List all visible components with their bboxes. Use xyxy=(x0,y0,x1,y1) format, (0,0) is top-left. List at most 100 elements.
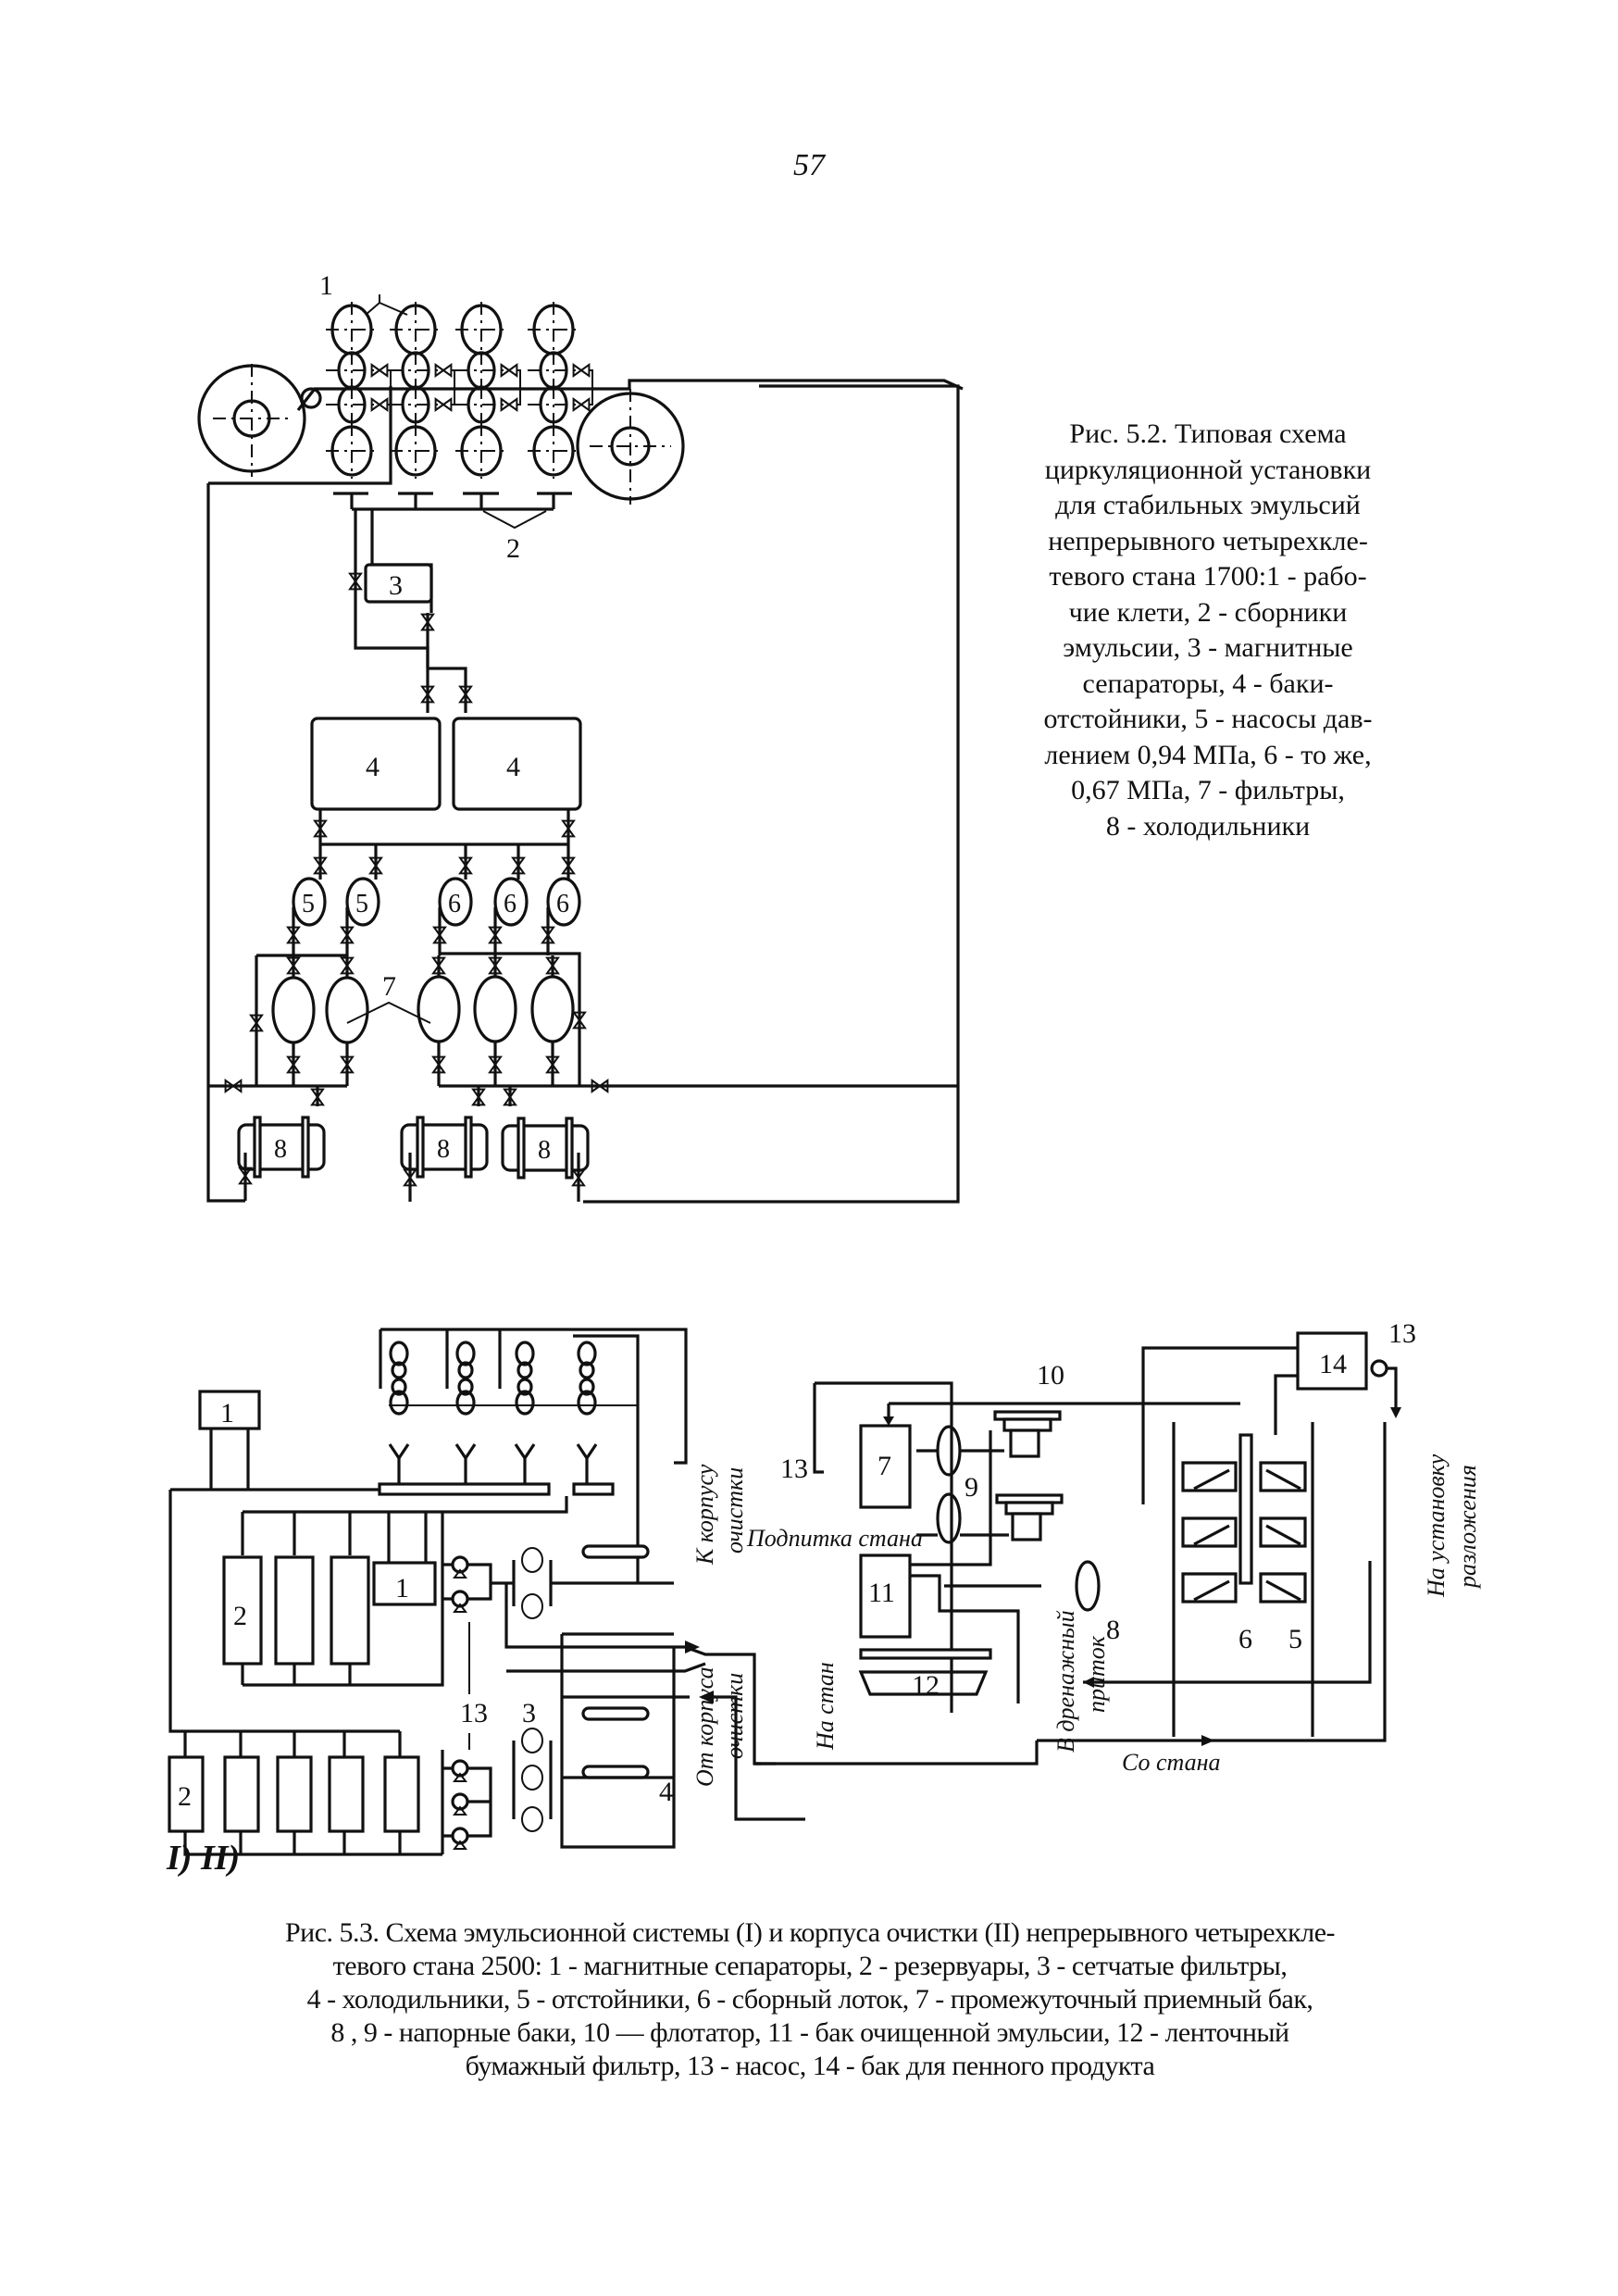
roll-axis xyxy=(528,423,579,479)
pipe xyxy=(451,369,455,406)
label-4: 4 xyxy=(659,1777,673,1807)
label-4b: 4 xyxy=(506,752,520,782)
label-7: 7 xyxy=(877,1451,891,1481)
label-to-mill: На стан xyxy=(812,1662,839,1751)
roll-axis xyxy=(326,352,378,389)
valve-icon xyxy=(368,856,383,875)
valve-icon xyxy=(561,819,576,838)
settler-icon xyxy=(1181,1516,1238,1548)
valve-icon xyxy=(458,856,473,875)
valve-icon xyxy=(561,856,576,875)
cooler-flange xyxy=(565,1117,574,1179)
roll-icon xyxy=(577,1390,597,1416)
valve-icon xyxy=(224,1079,243,1093)
pump-icon xyxy=(493,877,529,927)
valve-icon xyxy=(340,926,355,944)
valve-icon xyxy=(420,613,435,631)
label-to-cleaning-1: К корпусу xyxy=(691,1464,718,1566)
roll-axis xyxy=(528,302,579,357)
cooler-flange xyxy=(416,1116,425,1179)
valve-icon xyxy=(572,397,591,412)
mesh-filter-icon xyxy=(521,1547,543,1573)
cooler-label: 8 xyxy=(274,1135,287,1164)
settler-icon xyxy=(1181,1461,1238,1492)
caption-line: 4 - холодильники, 5 - отстойники, 6 - сб… xyxy=(306,1984,1313,2015)
label-6: 6 xyxy=(1238,1624,1252,1654)
foam-tank-14 xyxy=(1296,1331,1368,1391)
settling-tank-2 xyxy=(452,717,582,811)
pipe xyxy=(387,369,392,406)
valve-icon xyxy=(310,1088,325,1106)
label-12: 12 xyxy=(912,1670,940,1701)
roll-icon xyxy=(579,1378,595,1396)
roll-axis xyxy=(390,386,442,423)
valve-icon xyxy=(313,819,328,838)
filter-icon xyxy=(530,975,575,1043)
valve-icon xyxy=(545,956,560,975)
caption-line: 0,67 МПа, 7 - фильтры, xyxy=(1071,775,1345,805)
pump-icon xyxy=(546,877,581,927)
label-13c: 13 xyxy=(1388,1318,1416,1349)
valve-icon xyxy=(313,856,328,875)
valve-icon xyxy=(500,363,518,378)
valve-icon xyxy=(340,956,355,975)
clean-emulsion-tank-11 xyxy=(859,1554,912,1639)
valve-icon xyxy=(434,397,453,412)
separator-3 xyxy=(364,563,433,604)
settler-icon xyxy=(1181,1572,1238,1603)
mesh-filter-icon xyxy=(521,1728,543,1753)
settler-icon xyxy=(1259,1516,1307,1548)
pump-label: 6 xyxy=(556,890,569,918)
roll-icon xyxy=(579,1361,595,1379)
label-5: 5 xyxy=(1288,1624,1302,1654)
reservoir-2a xyxy=(222,1555,263,1666)
label-mill-makeup: Подпитка стана xyxy=(746,1525,923,1552)
settler-icon xyxy=(1259,1461,1307,1492)
figure-part-label: I) II) xyxy=(167,1839,241,1878)
label-3: 3 xyxy=(389,570,403,601)
valve-icon xyxy=(503,1088,517,1106)
roll-axis xyxy=(390,423,442,479)
valve-icon xyxy=(348,572,363,591)
roll-icon xyxy=(577,1341,597,1366)
roll-axis xyxy=(528,386,579,423)
valve-icon xyxy=(431,1055,446,1074)
label-9: 9 xyxy=(965,1472,978,1503)
valve-icon xyxy=(591,1079,609,1093)
caption-line: непрерывного четырехкле- xyxy=(1048,525,1368,556)
receiving-tank-7 xyxy=(859,1424,912,1509)
caption-line: 8 - холодильники xyxy=(1105,810,1311,842)
collectors xyxy=(333,492,572,530)
figure-5-3-diagram: 1 2 1 2 13 3 4 xyxy=(168,1318,1481,1856)
caption-line: Рис. 5.3. Схема эмульсионной системы (I)… xyxy=(284,1917,1336,1948)
filter-icon xyxy=(417,975,461,1043)
pipe xyxy=(589,369,593,406)
pipe xyxy=(491,1560,674,1819)
valve-icon xyxy=(238,1167,253,1185)
page-number: 57 xyxy=(793,148,825,182)
label-2a: 2 xyxy=(233,1601,247,1631)
caption-line: чие клети, 2 - сборники xyxy=(1068,596,1348,628)
label-11: 11 xyxy=(868,1578,895,1608)
collecting-trough-6 xyxy=(1238,1433,1253,1585)
pump-base xyxy=(453,1568,467,1578)
label-1: 1 xyxy=(319,270,333,301)
pump-icon xyxy=(345,877,380,927)
cooler-icon xyxy=(581,1544,650,1559)
settler-icon xyxy=(1259,1572,1307,1603)
label-13b: 13 xyxy=(780,1454,808,1484)
roll-axis xyxy=(390,352,442,389)
pressure-tank-9b xyxy=(936,1492,962,1544)
magnetic-separator-1a xyxy=(198,1390,261,1430)
pressure-tank-8 xyxy=(1075,1560,1101,1612)
caption-line: для стабильных эмульсий xyxy=(1055,490,1361,520)
caption-line: сепараторы, 4 - баки- xyxy=(1082,668,1334,699)
label-to-drain-1: В дренажный xyxy=(1052,1610,1079,1753)
roll-icon xyxy=(515,1341,535,1366)
pump-base xyxy=(453,1805,467,1816)
roll-icon xyxy=(455,1390,476,1416)
settlers-5 xyxy=(1181,1461,1307,1603)
label-3: 3 xyxy=(522,1698,536,1728)
valve-icon xyxy=(572,1011,587,1029)
label-4a: 4 xyxy=(366,752,380,782)
